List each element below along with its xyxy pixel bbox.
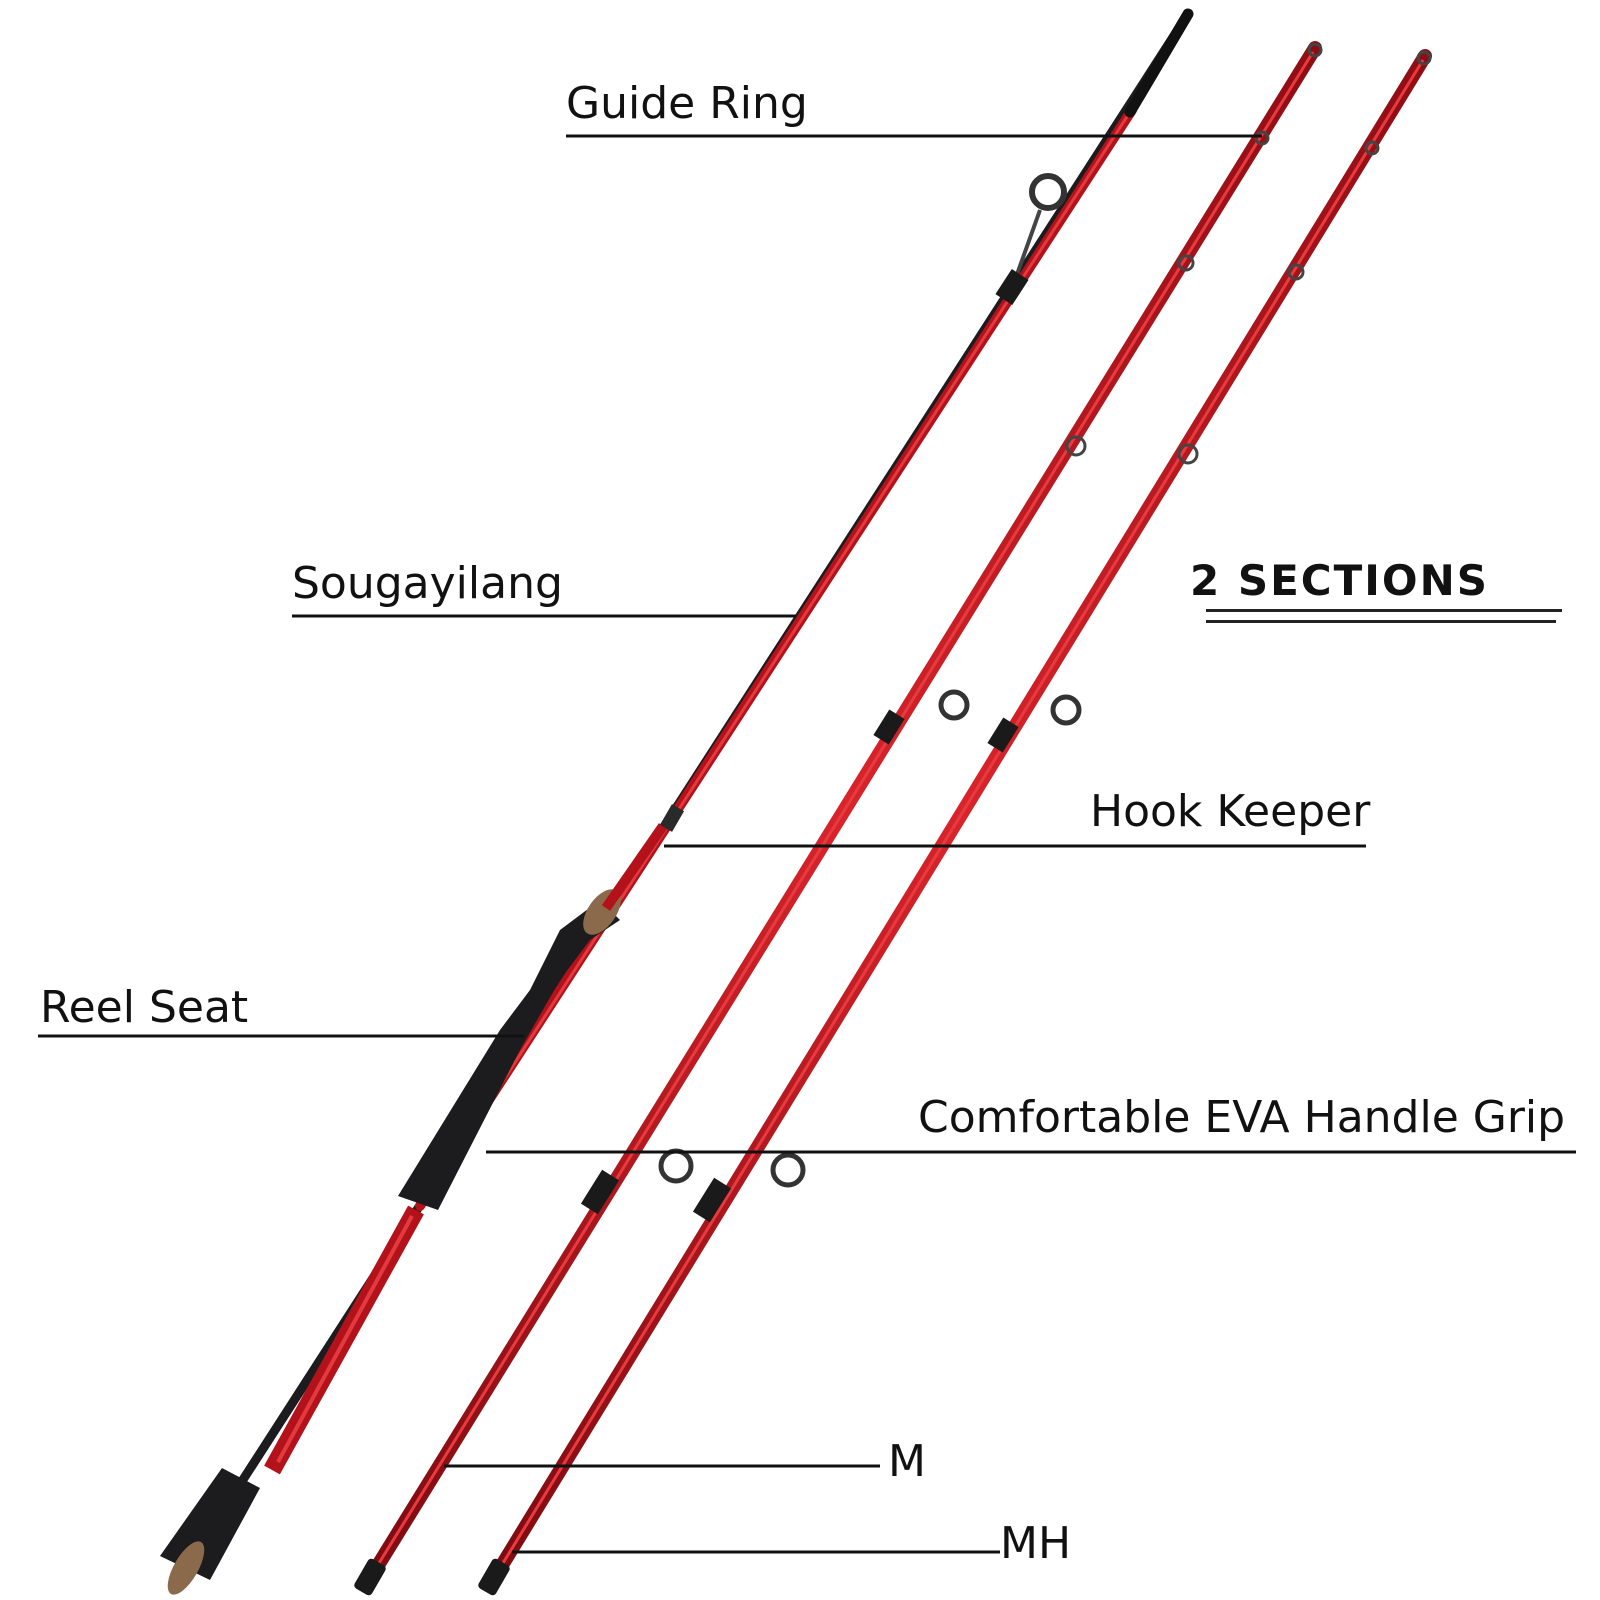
badge-underline	[1206, 620, 1556, 623]
handle-grip-label: Comfortable EVA Handle Grip	[918, 1092, 1566, 1143]
guide-ring-label: Guide Ring	[566, 78, 808, 129]
butt-section	[160, 8, 1194, 1595]
hook-keeper-part	[659, 804, 685, 832]
blank-highlight	[422, 111, 1132, 1204]
brand-label: Sougayilang	[292, 558, 563, 609]
rod-tip-black	[1124, 8, 1194, 118]
badge-underline	[1206, 609, 1562, 612]
callout-lines	[38, 134, 1576, 1554]
handle-grip	[398, 900, 620, 1210]
tip-mh-label: MH	[1000, 1518, 1072, 1569]
butt-cork-cap	[167, 1541, 205, 1595]
reel-seat-label: Reel Seat	[40, 982, 249, 1033]
hook-keeper-label: Hook Keeper	[1090, 786, 1371, 837]
tip-section-m	[354, 41, 1323, 1596]
tip-m-label: M	[888, 1436, 926, 1487]
tip-section-mh	[478, 49, 1432, 1596]
tip-mh-ferrule	[478, 1558, 510, 1596]
sections-badge: 2 SECTIONS	[1190, 556, 1489, 605]
stripping-guide	[1029, 173, 1067, 211]
tip-m-ferrule	[354, 1558, 386, 1596]
